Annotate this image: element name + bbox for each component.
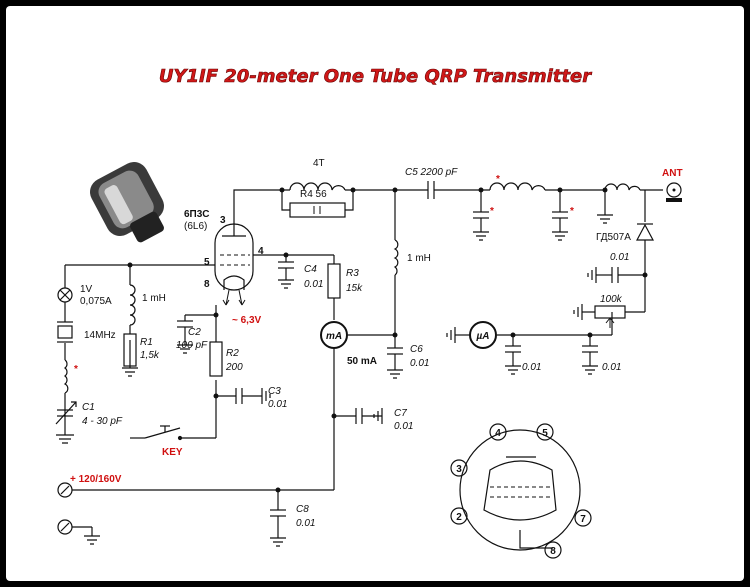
- capacitor-c8: [270, 509, 286, 517]
- schematic-drawing: UY1IF 20-meter One Tube QRP Transmitter …: [55, 66, 683, 559]
- lamp-current: 0,075A: [80, 296, 112, 307]
- microammeter-icon: [469, 321, 497, 349]
- inductor-pi-filter: [489, 182, 546, 191]
- diode-icon: [636, 223, 654, 241]
- antenna-label: ANT: [662, 168, 683, 179]
- milliammeter-symbol: mA: [326, 331, 342, 342]
- tube-symbol: [214, 223, 254, 306]
- socket-pin2: 2: [456, 512, 462, 523]
- tube-alt-name: (6L6): [184, 221, 207, 232]
- milliammeter-range: 50 mA: [347, 356, 377, 367]
- inductor-grid: [129, 284, 136, 334]
- c6-value: 0.01: [410, 358, 429, 369]
- r4-label: R4 56: [300, 189, 327, 200]
- c7-value: 0.01: [394, 421, 413, 432]
- junction-dots: [127, 187, 648, 493]
- capacitor-meter-2: [582, 345, 598, 353]
- milliammeter-icon: [320, 321, 348, 349]
- diagram-title: UY1IF 20-meter One Tube QRP Transmitter: [159, 66, 592, 87]
- r1-value: 1,5k: [140, 350, 160, 361]
- c7-name: C7: [394, 408, 407, 419]
- crystal-label: 14MHz: [84, 330, 116, 341]
- crystal-icon: [57, 321, 73, 343]
- r1-name: R1: [140, 337, 153, 348]
- c4-name: C4: [304, 264, 317, 275]
- inductor-plate: [393, 239, 399, 276]
- tube-pin3-label: 3: [220, 215, 226, 226]
- resistor-r2: [209, 341, 223, 377]
- capacitor-meter-1: [505, 345, 521, 353]
- c2-name: C2: [188, 327, 201, 338]
- socket-pin5: 5: [542, 428, 548, 439]
- c5-label: C5 2200 pF: [405, 167, 458, 178]
- inductor-tank: [63, 359, 69, 394]
- capacitor-c4: [278, 261, 294, 280]
- microammeter-symbol: µA: [476, 331, 490, 342]
- c3-name: C3: [268, 386, 281, 397]
- capacitor-c1-variable: [55, 401, 77, 425]
- star-tank-coil: *: [74, 364, 78, 375]
- capacitor-c6: [387, 347, 403, 370]
- star-pi-cap-out: *: [570, 206, 574, 217]
- lamp-voltage: 1V: [80, 284, 93, 295]
- resistor-r3: [327, 263, 341, 299]
- diode-label: ГД507А: [596, 232, 631, 243]
- star-pi-coil: *: [496, 174, 500, 185]
- antenna-connector-icon: [666, 182, 682, 202]
- pot-label: 100k: [600, 294, 623, 305]
- heater-voltage: ~ 6,3V: [232, 315, 262, 326]
- c1-name: C1: [82, 402, 95, 413]
- circuit-wires: [64, 189, 663, 538]
- resistor-r4: [289, 202, 346, 218]
- tube-name: 6П3С: [184, 209, 210, 220]
- supply-terminal-icon: [57, 482, 73, 498]
- schematic-board: UY1IF 20-meter One Tube QRP Transmitter …: [6, 6, 744, 581]
- r2-name: R2: [226, 348, 239, 359]
- socket-pin4: 4: [495, 428, 501, 439]
- ground-icon: [56, 214, 613, 547]
- inductor-antenna: [604, 183, 641, 191]
- ground-terminal-icon: [57, 519, 73, 535]
- capacitor-c3: [235, 388, 243, 404]
- capacitor-pi-output: [552, 211, 568, 219]
- key-label: KEY: [162, 447, 183, 458]
- grid-choke-label: 1 mH: [142, 293, 166, 304]
- resistor-r1: [123, 333, 137, 367]
- c8-name: C8: [296, 504, 309, 515]
- c1-value: 4 - 30 pF: [82, 416, 123, 427]
- key-switch-icon: [144, 425, 183, 441]
- capacitor-c7: [355, 408, 363, 424]
- r3-name: R3: [346, 268, 359, 279]
- r3-value: 15k: [346, 283, 363, 294]
- c3-value: 0.01: [268, 399, 287, 410]
- tube-pin5-label: 5: [204, 257, 210, 268]
- plate-choke-label: 1 mH: [407, 253, 431, 264]
- r2-value: 200: [225, 362, 243, 373]
- socket-pin7: 7: [580, 514, 586, 525]
- capacitor-c2: [177, 320, 193, 345]
- capacitor-c5: [427, 181, 435, 199]
- supply-voltage: + 120/160V: [70, 474, 122, 485]
- socket-pin8: 8: [550, 546, 556, 557]
- c6-name: C6: [410, 344, 423, 355]
- socket-pin3: 3: [456, 464, 462, 475]
- diode-cap-label: 0.01: [610, 252, 629, 263]
- tube-pin8-label: 8: [204, 279, 210, 290]
- lamp-icon: [57, 287, 73, 303]
- capacitor-diode-bypass: [611, 267, 619, 283]
- star-pi-cap-in: *: [490, 206, 494, 217]
- meter-cap1-label: 0.01: [522, 362, 541, 373]
- parasitic-coil-label: 4T: [313, 158, 325, 169]
- capacitor-pi-input: [473, 211, 489, 219]
- c4-value: 0.01: [304, 279, 323, 290]
- inductor-parasitic: [289, 182, 346, 191]
- potentiometer-100k: [594, 305, 626, 319]
- socket-pinout-diagram: [450, 423, 592, 559]
- meter-cap2-label: 0.01: [602, 362, 621, 373]
- tube-photo-icon: [90, 162, 164, 243]
- c8-value: 0.01: [296, 518, 315, 529]
- tube-pin4-label: 4: [258, 246, 264, 257]
